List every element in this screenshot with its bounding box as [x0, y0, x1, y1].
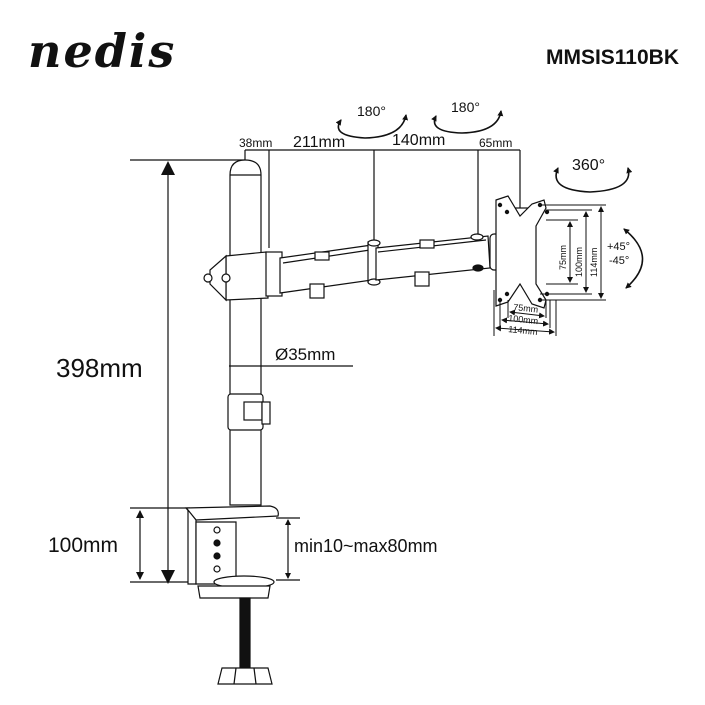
clamp-height-label: 100mm	[48, 534, 118, 557]
vesa-vertical-dimensions	[540, 204, 606, 301]
rotation-joint-1-label: 180°	[357, 103, 386, 119]
vesa-h-100: 100mm	[508, 313, 539, 326]
model-number: MMSIS110BK	[545, 46, 679, 69]
brand-logo: nedis	[28, 24, 177, 78]
desk-thickness-label: min10~max80mm	[294, 536, 438, 556]
tilt-down-label: -45°	[609, 255, 629, 267]
vesa-h-75: 75mm	[513, 302, 539, 315]
arm-dim-211: 211mm	[293, 134, 345, 151]
vesa-v-100: 100mm	[574, 247, 584, 277]
pole-diameter-label: Ø35mm	[275, 345, 335, 364]
tilt-up-label: +45°	[607, 241, 630, 253]
pole	[227, 159, 353, 506]
swivel-label: 360°	[572, 157, 605, 174]
arm-dim-65: 65mm	[479, 136, 512, 150]
desk-clamp	[184, 505, 300, 685]
rotation-arrows	[335, 110, 644, 289]
vesa-v-75: 75mm	[558, 245, 568, 270]
rotation-joint-2-label: 180°	[451, 99, 480, 115]
pole-height-label: 398mm	[56, 353, 143, 383]
vesa-plate	[495, 195, 550, 309]
vesa-v-114: 114mm	[589, 248, 599, 277]
clamp-height-dimension	[130, 507, 190, 580]
arm-dim-140: 140mm	[392, 132, 445, 149]
vesa-horizontal-dimensions	[493, 290, 557, 336]
arm-dim-38: 38mm	[239, 136, 272, 150]
vesa-h-114: 114mm	[508, 324, 538, 337]
arm	[203, 207, 531, 302]
arm-dimension-lines	[244, 149, 521, 248]
